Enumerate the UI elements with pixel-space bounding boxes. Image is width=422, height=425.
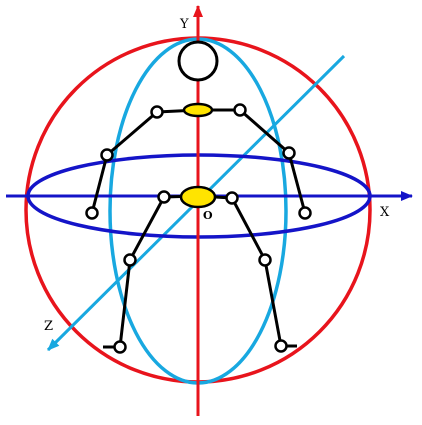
left-leg — [103, 196, 166, 349]
pelvis-joint — [179, 185, 217, 209]
left-knee-joint — [123, 253, 137, 267]
right-foot-joint — [274, 339, 288, 353]
left-shoulder-joint — [150, 105, 164, 119]
left-foot-joint — [113, 340, 127, 354]
right-elbow-joint — [282, 146, 296, 160]
head — [177, 40, 219, 82]
z-axis-label: Z — [44, 319, 53, 334]
origin-label: O — [203, 209, 213, 222]
right-hand-joint — [298, 206, 312, 220]
left-hip-joint — [157, 190, 171, 204]
left-hand-joint — [85, 206, 99, 220]
y-axis-label: Y — [179, 17, 189, 32]
neck-joint — [182, 102, 214, 118]
right-knee-joint — [258, 253, 272, 267]
joints — [85, 103, 312, 354]
x-axis-label: X — [380, 205, 390, 220]
left-elbow-joint — [100, 148, 114, 162]
right-hip-joint — [225, 191, 239, 205]
right-shoulder-joint — [233, 103, 247, 117]
right-leg — [230, 197, 297, 348]
